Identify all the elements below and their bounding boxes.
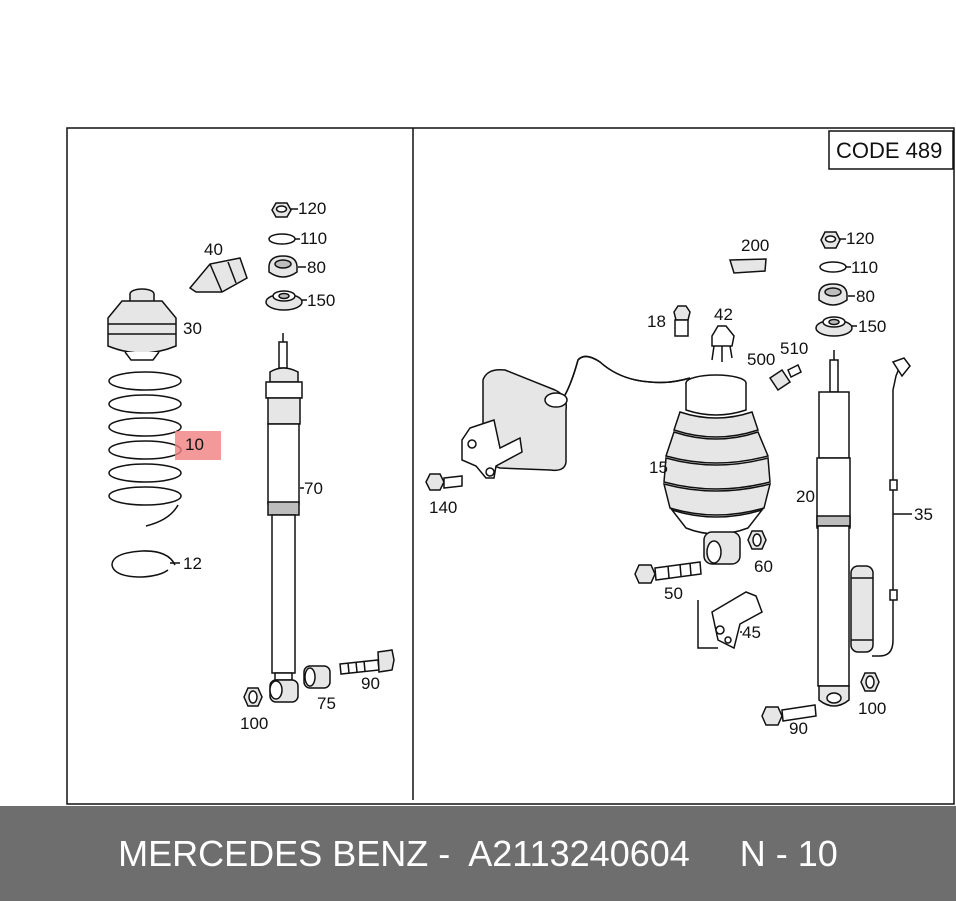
- sensor-cable-35: [872, 357, 911, 657]
- coil-spring-10: [108, 371, 182, 527]
- label-20: 20: [796, 487, 815, 506]
- label-12: 12: [183, 554, 202, 573]
- label-60: 60: [754, 557, 773, 576]
- label-35: 35: [914, 505, 933, 524]
- footer-part-number: A2113240604: [468, 832, 690, 874]
- left-panel: [107, 202, 395, 707]
- code-box-label: CODE 489: [836, 138, 942, 163]
- label-90-right: 90: [789, 719, 808, 738]
- air-spring-lower-eye: [703, 531, 741, 565]
- footer-ref: N - 10: [739, 832, 838, 874]
- washer-110-left: [268, 233, 296, 245]
- bracket-45: [697, 591, 763, 650]
- bolt-90-right: [761, 704, 817, 726]
- bushing-lower-left: [269, 679, 299, 703]
- footer-banner: MERCEDES BENZ - A2113240604 N - 10: [0, 806, 956, 901]
- label-150-left: 150: [307, 291, 335, 310]
- air-spring-15: [662, 374, 772, 535]
- valve-500-510: [768, 363, 802, 392]
- label-30: 30: [183, 319, 202, 338]
- shock-absorber-70: [265, 333, 303, 681]
- label-15: 15: [649, 458, 668, 477]
- air-line: [564, 355, 691, 396]
- top-mount-30: [107, 288, 177, 361]
- label-50: 50: [664, 584, 683, 603]
- bump-stop-40: [188, 257, 248, 293]
- label-120-right: 120: [846, 229, 874, 248]
- label-500: 500: [747, 350, 775, 369]
- nut-120-right: [820, 231, 841, 249]
- mount-150-left: [265, 290, 303, 311]
- label-70: 70: [304, 479, 323, 498]
- label-110-left: 110: [300, 229, 327, 248]
- label-100-left: 100: [240, 714, 268, 733]
- label-18: 18: [647, 312, 666, 331]
- label-200: 200: [741, 236, 769, 255]
- bolt-140: [425, 473, 463, 491]
- code-box: [828, 130, 954, 170]
- label-100-right: 100: [858, 699, 886, 718]
- air-reservoir: [461, 368, 568, 479]
- label-90-left: 90: [361, 674, 380, 693]
- label-75: 75: [317, 694, 336, 713]
- bolt-50: [634, 561, 702, 584]
- fitting-18: [673, 305, 691, 337]
- mount-80-right: [818, 283, 848, 306]
- highlight-10: [175, 431, 221, 460]
- accumulator: [850, 565, 874, 653]
- label-120-left: 120: [298, 199, 326, 218]
- label-40: 40: [204, 240, 223, 259]
- clip-42: [711, 325, 735, 362]
- label-45: 45: [742, 623, 761, 642]
- bolt-90-left: [339, 649, 395, 675]
- washer-110-right: [819, 261, 847, 273]
- bushing-75: [303, 665, 331, 689]
- nut-100-right: [860, 672, 880, 692]
- mount-80-left: [268, 255, 298, 278]
- label-80-right: 80: [856, 287, 875, 306]
- mount-150-right: [815, 316, 853, 337]
- cap-200: [728, 258, 767, 274]
- diagram-frame: [66, 127, 955, 805]
- label-110-right: 110: [851, 258, 878, 277]
- label-150-right: 150: [858, 317, 886, 336]
- label-80-left: 80: [307, 258, 326, 277]
- nut-100-left: [243, 687, 263, 707]
- right-panel: [425, 231, 912, 726]
- nut-120-left: [271, 202, 292, 218]
- label-10: 10: [185, 435, 204, 454]
- nut-60: [747, 530, 767, 550]
- label-510: 510: [780, 339, 808, 358]
- shock-absorber-20: [816, 350, 851, 707]
- parts-diagram: CODE 489: [66, 127, 955, 805]
- label-42: 42: [714, 305, 733, 324]
- clip-ring-12: [111, 550, 176, 578]
- footer-brand: MERCEDES BENZ -: [118, 832, 451, 874]
- label-140: 140: [429, 498, 457, 517]
